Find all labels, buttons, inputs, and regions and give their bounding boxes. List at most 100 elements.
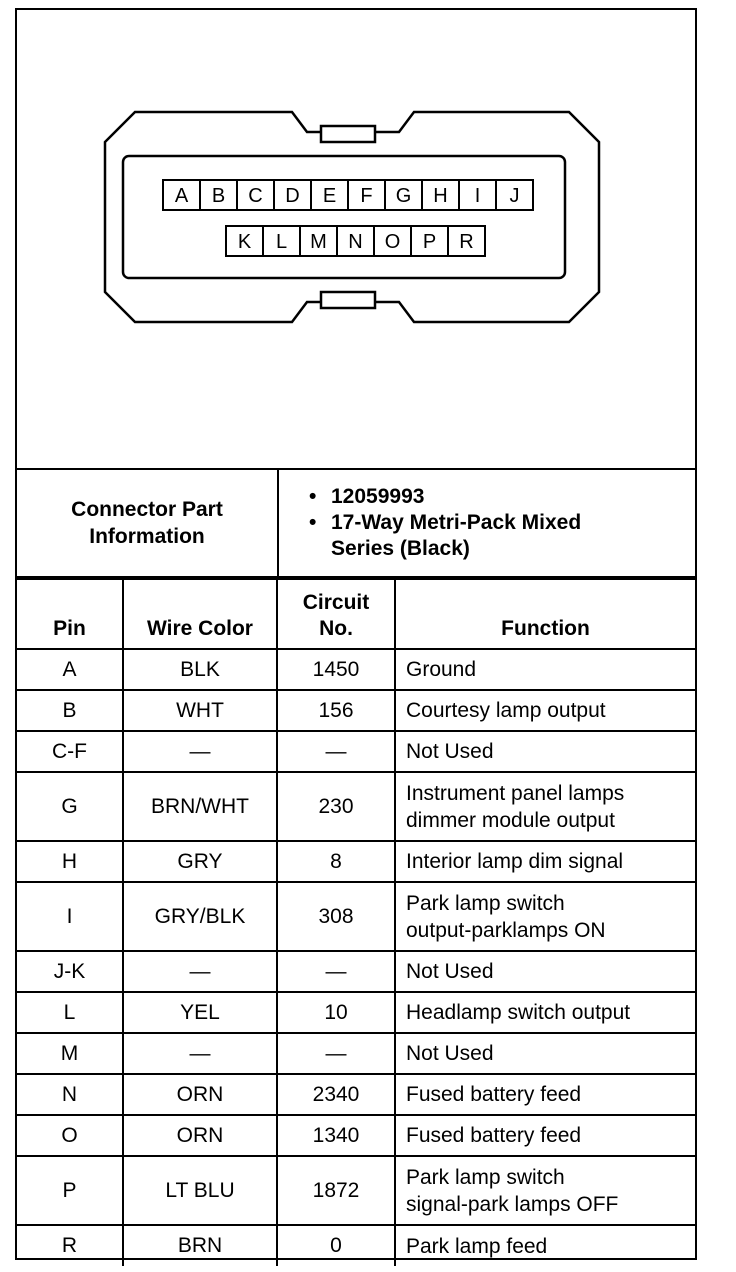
pin-cell: P — [17, 1155, 124, 1226]
circuit-cell: 1340 — [276, 1114, 396, 1157]
pin-letter-r: R — [459, 231, 473, 253]
wire-color-cell: BRN — [122, 1224, 278, 1266]
pin-cavity-c — [236, 179, 275, 211]
circuit-cell: 1872 — [276, 1155, 396, 1226]
function-line: Park lamp switch — [406, 1165, 565, 1189]
pin-cell: A — [17, 648, 124, 691]
function-cell: Not Used — [394, 950, 695, 993]
function-cell: Ground — [394, 648, 695, 691]
wire-color-cell: ORN — [122, 1114, 278, 1157]
function-cell: Fused battery feed — [394, 1114, 695, 1157]
function-line: Park lamp feed — [406, 1234, 548, 1258]
function-line: dimmer module output — [406, 808, 615, 832]
pin-letter-e: E — [323, 185, 336, 207]
wire-color-cell: GRY — [122, 840, 278, 883]
inner-cavity — [121, 154, 567, 280]
pin-cell: I — [17, 881, 124, 952]
circuit-cell: 230 — [276, 771, 396, 842]
circuit-cell: 10 — [276, 991, 396, 1034]
pin-letter-g: G — [396, 185, 412, 207]
pin-letter-i: I — [475, 185, 481, 207]
pin-cell: J-K — [17, 950, 124, 993]
pin-cell: O — [17, 1114, 124, 1157]
pin-cavity-p — [410, 225, 449, 257]
wire-color-cell: BLK — [122, 648, 278, 691]
pin-letter-k: K — [238, 231, 252, 253]
wire-color-cell: ORN — [122, 1073, 278, 1116]
header-circuit-line1: Circuit — [302, 591, 370, 614]
info-label: Connector Part Information — [17, 470, 279, 576]
pin-letter-f: F — [360, 185, 372, 207]
pin-cavity-r — [447, 225, 486, 257]
circuit-cell: 308 — [276, 881, 396, 952]
function-line: output-parklamps ON — [406, 918, 606, 942]
function-line: signal-park lamps OFF — [406, 1192, 619, 1216]
function-line: Fused battery feed — [406, 1083, 582, 1106]
pin-letter-p: P — [423, 231, 436, 253]
wire-color-cell: LT BLU — [122, 1155, 278, 1226]
header-function: Function — [394, 578, 695, 650]
circuit-cell: 156 — [276, 689, 396, 732]
pin-cavity-n — [336, 225, 375, 257]
function-cell: Not Used — [394, 1032, 695, 1075]
circuit-cell: 1450 — [276, 648, 396, 691]
header-circuit: Circuit No. — [276, 578, 396, 650]
circuit-cell: 0 — [276, 1224, 396, 1266]
function-line: Not Used — [406, 1042, 494, 1065]
circuit-cell: — — [276, 730, 396, 773]
pin-letter-b: B — [212, 185, 225, 207]
function-line: Interior lamp dim signal — [406, 850, 624, 873]
pin-cell: R — [17, 1224, 124, 1266]
part-number-item: • 12059993 — [309, 484, 695, 510]
description-line2: Series (Black) — [331, 537, 470, 560]
function-cell: Fused battery feed — [394, 1073, 695, 1116]
pin-cavity-o — [373, 225, 412, 257]
pin-cell: C-F — [17, 730, 124, 773]
function-line: Ground — [406, 658, 477, 681]
function-line: Not Used — [406, 960, 494, 983]
pin-letter-c: C — [248, 185, 262, 207]
function-line: Fused battery feed — [406, 1124, 582, 1147]
pin-letter-a: A — [175, 185, 189, 207]
wire-color-cell: — — [122, 730, 278, 773]
header-wire-color: Wire Color — [122, 578, 278, 650]
table-row: J-K——Not Used — [17, 950, 695, 993]
wire-color-cell: WHT — [122, 689, 278, 732]
pin-cavity-k — [225, 225, 264, 257]
wire-color-cell: YEL — [122, 991, 278, 1034]
bottom-latch — [319, 290, 377, 310]
info-label-line2: Information — [89, 525, 205, 548]
function-cell: Headlamp switch output — [394, 991, 695, 1034]
wire-color-cell: — — [122, 950, 278, 993]
pin-cell: H — [17, 840, 124, 883]
table-row: M——Not Used — [17, 1032, 695, 1075]
function-cell: Park lamp switch output-parklamps ON — [394, 881, 695, 952]
description-line1: 17-Way Metri-Pack Mixed — [331, 511, 582, 534]
circuit-cell: 2340 — [276, 1073, 396, 1116]
function-cell: Park lamp feed — [394, 1224, 695, 1266]
header-pin: Pin — [17, 578, 124, 650]
pin-cell: G — [17, 771, 124, 842]
bullet-icon: • — [309, 511, 317, 534]
circuit-cell: — — [276, 1032, 396, 1075]
function-line: Headlamp switch output — [406, 1001, 631, 1024]
pin-letter-l: L — [276, 231, 287, 253]
pin-letter-j: J — [510, 185, 520, 207]
function-line: Instrument panel lamps — [406, 781, 625, 805]
pin-letter-m: M — [310, 231, 327, 253]
bullet-icon: • — [309, 485, 317, 508]
function-line: Park lamp switch — [406, 891, 565, 915]
